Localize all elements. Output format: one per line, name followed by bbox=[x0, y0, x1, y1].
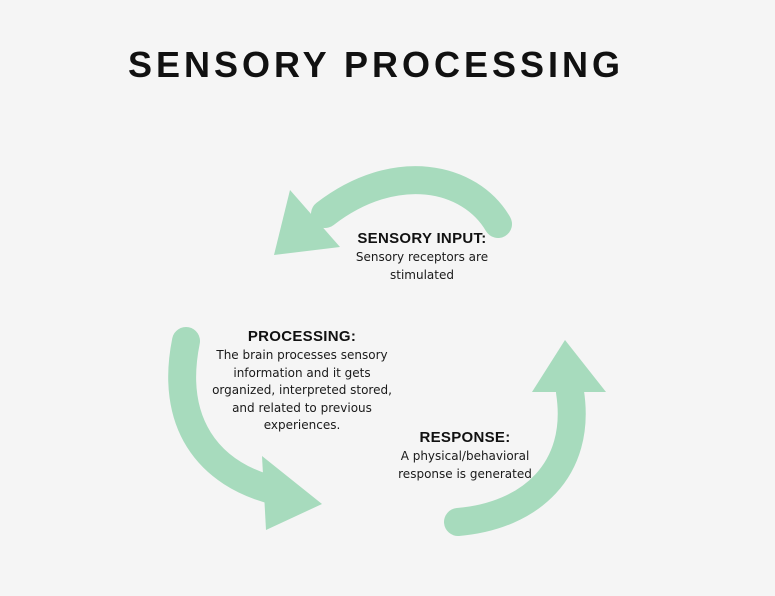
description-line: information and it gets bbox=[233, 365, 371, 380]
arrow-shaft bbox=[444, 378, 586, 536]
stage-heading: SENSORY INPUT: bbox=[357, 230, 487, 247]
stage-description: Sensory receptors are stimulated bbox=[332, 249, 512, 284]
arrow-response-to-input bbox=[444, 340, 606, 536]
description-line: and related to previous bbox=[232, 400, 372, 415]
description-line: Sensory receptors are bbox=[355, 250, 489, 264]
stage-processing: PROCESSING: The brain processes sensory … bbox=[192, 328, 412, 435]
description-line: experiences. bbox=[263, 418, 341, 432]
arrow-input-to-processing bbox=[274, 166, 512, 255]
stage-heading: RESPONSE: bbox=[419, 429, 511, 446]
description-line: stimulated bbox=[390, 267, 454, 282]
arrow-shaft bbox=[168, 327, 294, 506]
arrow-head bbox=[262, 456, 322, 530]
description-line: The brain processes sensory bbox=[216, 348, 388, 362]
arrow-head bbox=[274, 190, 340, 255]
diagram-title: SENSORY PROCESSING bbox=[127, 44, 625, 85]
description-line: response is generated bbox=[398, 466, 532, 481]
description-line: organized, interpreted stored, bbox=[212, 383, 392, 397]
stage-heading: PROCESSING: bbox=[247, 328, 357, 345]
arrow-shaft bbox=[311, 166, 512, 238]
arrow-head bbox=[532, 340, 606, 392]
description-line: A physical/behavioral bbox=[400, 449, 530, 463]
stage-description: The brain processes sensory information … bbox=[192, 347, 412, 435]
stage-response: RESPONSE: A physical/behavioral response… bbox=[380, 429, 550, 483]
stage-sensory-input: SENSORY INPUT: Sensory receptors are sti… bbox=[332, 230, 512, 284]
arrow-processing-to-response bbox=[168, 327, 322, 530]
stage-description: A physical/behavioral response is genera… bbox=[380, 448, 550, 483]
